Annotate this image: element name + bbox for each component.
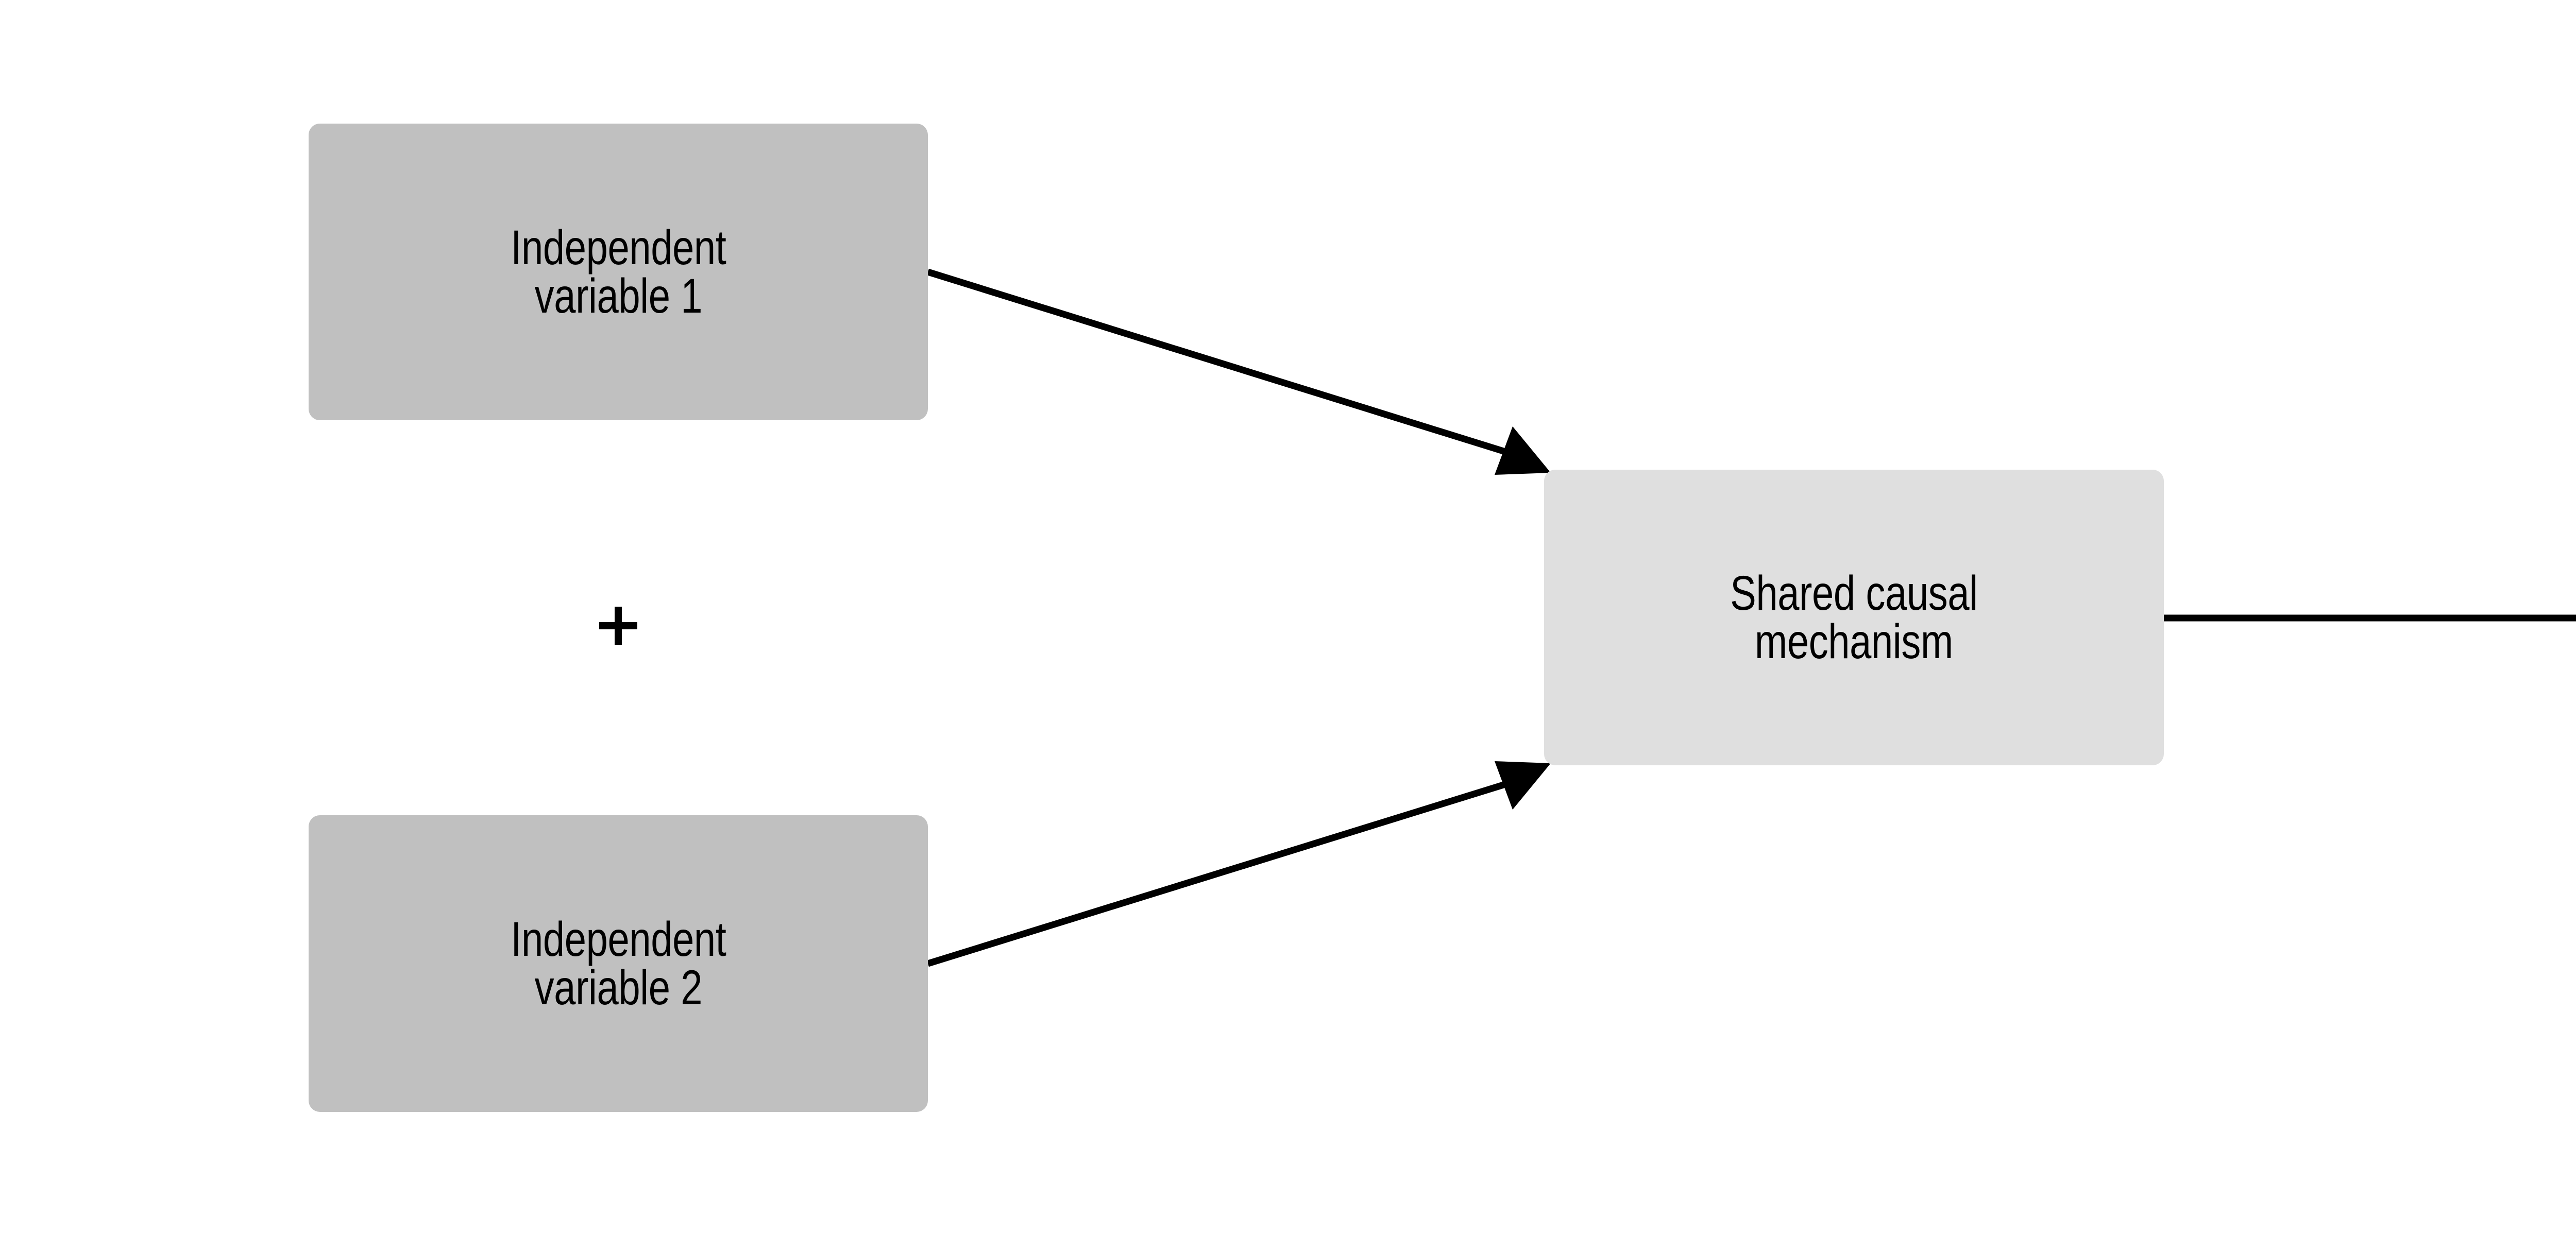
node-independent-variable-1-label-line1: Independent (510, 220, 726, 275)
node-independent-variable-1-label-line2: variable 1 (534, 269, 702, 323)
node-shared-causal-mechanism-label-line2: mechanism (1755, 614, 1953, 669)
node-independent-variable-2-label-line1: Independent (510, 912, 726, 967)
node-independent-variable-2-label-line2: variable 2 (534, 960, 702, 1015)
edge-iv1-mechanism-line (927, 268, 1511, 457)
edge-iv2-mechanism (927, 761, 1551, 967)
edge-iv1-mechanism (927, 268, 1551, 475)
edge-mechanism-dependent (2162, 614, 2576, 622)
edge-iv2-mechanism-arrowhead (1495, 761, 1551, 810)
plus-operator-vertical-bar (615, 607, 622, 645)
plus-operator-icon (599, 607, 637, 645)
edge-iv2-mechanism-line (927, 779, 1511, 967)
node-shared-causal-mechanism-label-line1: Shared causal (1730, 566, 1978, 621)
edge-iv1-mechanism-arrowhead (1495, 426, 1551, 475)
